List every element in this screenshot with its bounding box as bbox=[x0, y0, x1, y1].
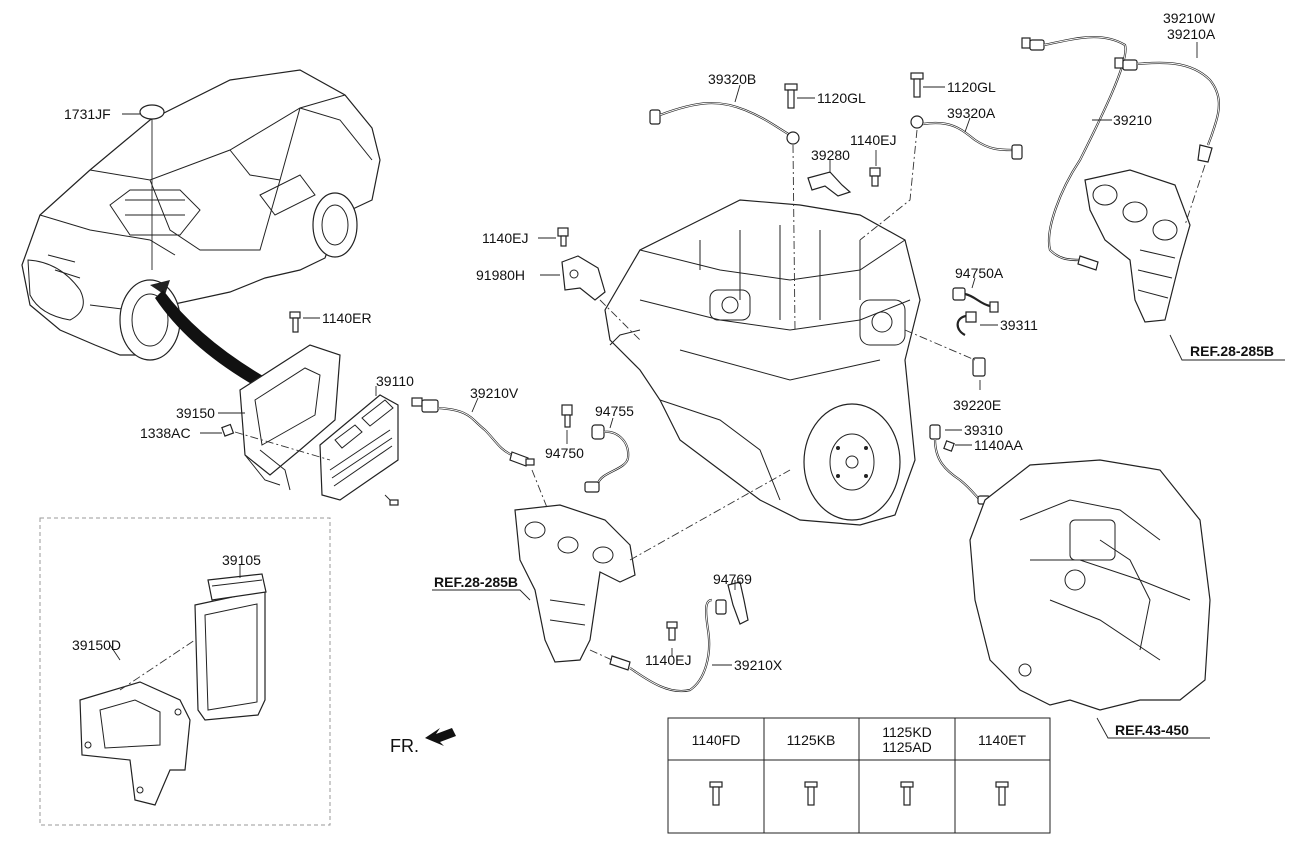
label-39210X: 39210X bbox=[734, 657, 783, 673]
fastener-table: 1140FD 1125KB 1125KD 1125AD 1140ET bbox=[667, 717, 1051, 834]
label-39105: 39105 bbox=[222, 552, 261, 568]
label-1731JF: 1731JF bbox=[64, 106, 111, 122]
bolt-1140EJ-bottom bbox=[666, 621, 678, 641]
label-39320A: 39320A bbox=[947, 105, 996, 121]
bolt-icon bbox=[995, 781, 1009, 806]
hose-39311 bbox=[956, 311, 977, 336]
o2-sensor-39210 bbox=[1021, 35, 1127, 271]
front-arrow-icon bbox=[425, 728, 456, 746]
table-header-1: 1140FD bbox=[692, 732, 741, 748]
bolt-1140ER bbox=[289, 311, 301, 333]
label-39210V: 39210V bbox=[470, 385, 519, 401]
vehicle-illustration bbox=[21, 69, 381, 390]
label-1140AA: 1140AA bbox=[974, 437, 1023, 453]
label-39210A: 39210A bbox=[1167, 26, 1216, 42]
label-39311: 39311 bbox=[1000, 317, 1038, 333]
label-39210: 39210 bbox=[1113, 112, 1152, 128]
label-1140EJ-left: 1140EJ bbox=[482, 230, 528, 246]
table-header-3b: 1125AD bbox=[882, 739, 932, 755]
bolt-icon bbox=[709, 781, 723, 806]
label-39150: 39150 bbox=[176, 405, 215, 421]
label-1140EJ-bottom: 1140EJ bbox=[645, 652, 691, 668]
bolt-1120GL-left bbox=[784, 83, 798, 109]
sensor-39320B bbox=[649, 102, 800, 145]
o2-sensor-39210X bbox=[609, 598, 713, 693]
label-39220E: 39220E bbox=[953, 397, 1001, 413]
front-indicator-text: FR. bbox=[390, 736, 419, 756]
ecu-39105 bbox=[194, 573, 267, 721]
bolt-1140EJ-left bbox=[557, 227, 569, 247]
bracket-94769 bbox=[715, 581, 749, 625]
ref-exhaust-left: REF.28-285B bbox=[434, 574, 518, 590]
label-91980H: 91980H bbox=[476, 267, 525, 283]
bracket-91980H bbox=[561, 255, 606, 301]
label-39320B: 39320B bbox=[708, 71, 756, 87]
nut-1338AC bbox=[221, 423, 235, 437]
table-header-3: 1125KD bbox=[882, 724, 932, 740]
sensor-39220E bbox=[972, 357, 986, 377]
label-94750: 94750 bbox=[545, 445, 584, 461]
plug-1731JF-shape bbox=[139, 104, 165, 120]
ref-transaxle: REF.43-450 bbox=[1115, 722, 1189, 738]
bracket-39150D bbox=[79, 681, 191, 806]
connector-94750A bbox=[952, 287, 999, 313]
label-1140ER: 1140ER bbox=[322, 310, 372, 326]
bolt-icon bbox=[900, 781, 914, 806]
label-1120GL-right: 1120GL bbox=[947, 79, 996, 95]
label-1338AC: 1338AC bbox=[140, 425, 191, 441]
label-1120GL-left: 1120GL bbox=[817, 90, 866, 106]
engine-assembly bbox=[604, 199, 921, 526]
bolt-1140EJ-top bbox=[869, 167, 881, 187]
sensor-94750 bbox=[561, 404, 573, 428]
exhaust-manifold-left bbox=[514, 504, 636, 663]
ref-exhaust-right: REF.28-285B bbox=[1190, 343, 1274, 359]
bolt-icon bbox=[804, 781, 818, 806]
label-39310: 39310 bbox=[964, 422, 1003, 438]
ecu-bracket-39150 bbox=[239, 344, 341, 491]
label-1140EJ-top: 1140EJ bbox=[850, 132, 896, 148]
bolt-1140AA bbox=[943, 440, 955, 452]
label-39150D: 39150D bbox=[72, 637, 121, 653]
exhaust-manifold-right bbox=[1084, 169, 1191, 323]
bolt-1120GL-right bbox=[910, 72, 924, 98]
ecu-39110 bbox=[319, 394, 399, 506]
alternate-ecu-box bbox=[39, 517, 331, 826]
transaxle-assembly bbox=[969, 459, 1211, 711]
bracket-39280 bbox=[807, 171, 852, 197]
table-header-4: 1140ET bbox=[978, 732, 1026, 748]
label-94755: 94755 bbox=[595, 403, 634, 419]
label-39210W: 39210W bbox=[1163, 10, 1216, 26]
sensor-94755 bbox=[584, 424, 630, 493]
o2-sensor-39210A bbox=[1114, 57, 1220, 163]
label-39280: 39280 bbox=[811, 147, 850, 163]
label-94750A: 94750A bbox=[955, 265, 1004, 281]
table-header-2: 1125KB bbox=[787, 732, 836, 748]
sensor-39320A bbox=[910, 115, 1023, 160]
o2-sensor-39210V bbox=[411, 397, 535, 467]
label-94769: 94769 bbox=[713, 571, 752, 587]
label-39110: 39110 bbox=[376, 373, 414, 389]
